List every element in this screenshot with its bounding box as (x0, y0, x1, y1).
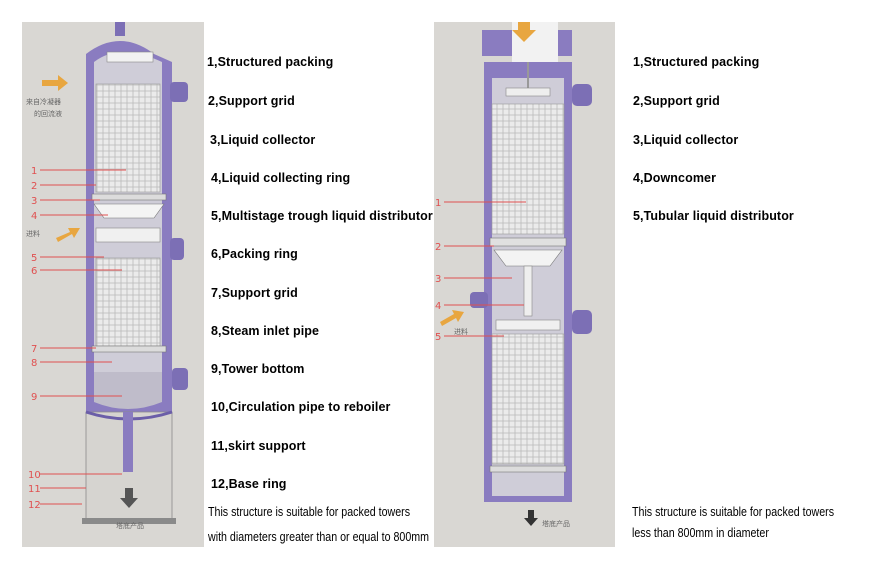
left-label-10: 10,Circulation pipe to reboiler (211, 400, 391, 414)
right-tower-figure: 1 2 3 4 5 进料 塔底产品 (434, 22, 615, 547)
callout-4: 4 (31, 211, 37, 222)
tower-bottom (94, 372, 162, 409)
top-side-nozzle (170, 82, 188, 102)
liquid-collector (93, 203, 165, 219)
bottom-product-text: 塔底产品 (542, 519, 570, 528)
circulation-pipe (123, 412, 133, 472)
left-label-12: 12,Base ring (211, 477, 287, 491)
left-label-5: 5,Multistage trough liquid distributor (211, 209, 433, 223)
callout-2: 2 (31, 181, 37, 192)
bottom-product-text: 塔底产品 (116, 521, 144, 530)
left-label-4: 4,Liquid collecting ring (211, 171, 351, 185)
reflux-text-2: 的回流液 (34, 109, 62, 118)
left-tower-drawing: 1 2 3 4 5 6 7 8 9 10 11 12 来自冷凝器 的回流液 进料… (26, 22, 188, 530)
left-label-7: 7,Support grid (211, 286, 298, 300)
callout-1: 1 (31, 166, 37, 177)
left-label-3: 3,Liquid collector (210, 133, 316, 147)
liquid-collector (493, 249, 563, 267)
left-label-2: 2,Support grid (208, 94, 295, 108)
top-tubular-distributor (505, 87, 551, 97)
upper-structured-packing (95, 83, 161, 193)
middle-side-nozzle (170, 238, 184, 260)
left-label-8: 8,Steam inlet pipe (211, 324, 320, 338)
callout-4: 4 (435, 301, 441, 312)
feed-text: 进料 (26, 229, 40, 238)
feed-arrow (440, 310, 464, 326)
callout-9: 9 (31, 392, 37, 403)
feed-nozzle (470, 292, 488, 308)
support-grid-lower (91, 345, 167, 353)
top-left-flange (482, 30, 512, 56)
top-right-flange (558, 30, 572, 56)
upper-right-nozzle (572, 84, 592, 106)
right-label-1: 1,Structured packing (633, 55, 760, 69)
left-label-1: 1,Structured packing (207, 55, 334, 69)
reflux-arrow (42, 75, 68, 91)
bottom-product-arrow (524, 510, 538, 526)
left-label-9: 9,Tower bottom (211, 362, 305, 376)
callout-10: 10 (28, 470, 41, 481)
downcomer (523, 265, 533, 317)
lower-structured-packing (95, 257, 161, 347)
callout-11: 11 (28, 484, 41, 495)
right-label-3: 3,Liquid collector (633, 133, 739, 147)
reflux-arrow (512, 22, 536, 42)
reflux-text-1: 来自冷凝器 (26, 97, 61, 106)
callout-8: 8 (31, 358, 37, 369)
callout-3: 3 (31, 196, 37, 207)
right-note-line-1: This structure is suitable for packed to… (632, 504, 835, 519)
right-note-line-2: less than 800mm in diameter (632, 525, 769, 540)
feed-arrow (56, 228, 80, 242)
left-note-line-2: with diameters greater than or equal to … (208, 529, 430, 544)
callout-12: 12 (28, 500, 41, 511)
left-label-11: 11,skirt support (211, 439, 306, 453)
callout-5: 5 (435, 332, 441, 343)
right-tower-drawing: 1 2 3 4 5 进料 塔底产品 (435, 22, 592, 528)
callout-6: 6 (31, 266, 37, 277)
support-grid-upper (91, 193, 167, 201)
left-label-6: 6,Packing ring (211, 247, 298, 261)
callout-2: 2 (435, 242, 441, 253)
left-tower-figure: 1 2 3 4 5 6 7 8 9 10 11 12 来自冷凝器 的回流液 进料… (22, 22, 204, 547)
top-vent-nozzle (115, 22, 125, 36)
callout-3: 3 (435, 274, 441, 285)
reflux-inlet-pipe (106, 51, 154, 63)
right-label-5: 5,Tubular liquid distributor (633, 209, 794, 223)
callout-7: 7 (31, 344, 37, 355)
callout-5: 5 (31, 253, 37, 264)
steam-inlet-nozzle (172, 368, 188, 390)
lower-right-nozzle (572, 310, 592, 334)
bottom-product-arrow (120, 488, 138, 508)
trough-distributor (95, 227, 161, 243)
bottom-grid (489, 465, 567, 473)
right-label-2: 2,Support grid (633, 94, 720, 108)
tubular-liquid-distributor (495, 319, 561, 331)
feed-text: 进料 (454, 327, 468, 336)
base-ring (82, 518, 176, 524)
right-label-4: 4,Downcomer (633, 171, 717, 185)
lower-structured-packing (491, 333, 565, 465)
support-grid (489, 237, 567, 247)
left-note-line-1: This structure is suitable for packed to… (208, 504, 411, 519)
callout-1: 1 (435, 198, 441, 209)
upper-structured-packing (491, 103, 565, 235)
